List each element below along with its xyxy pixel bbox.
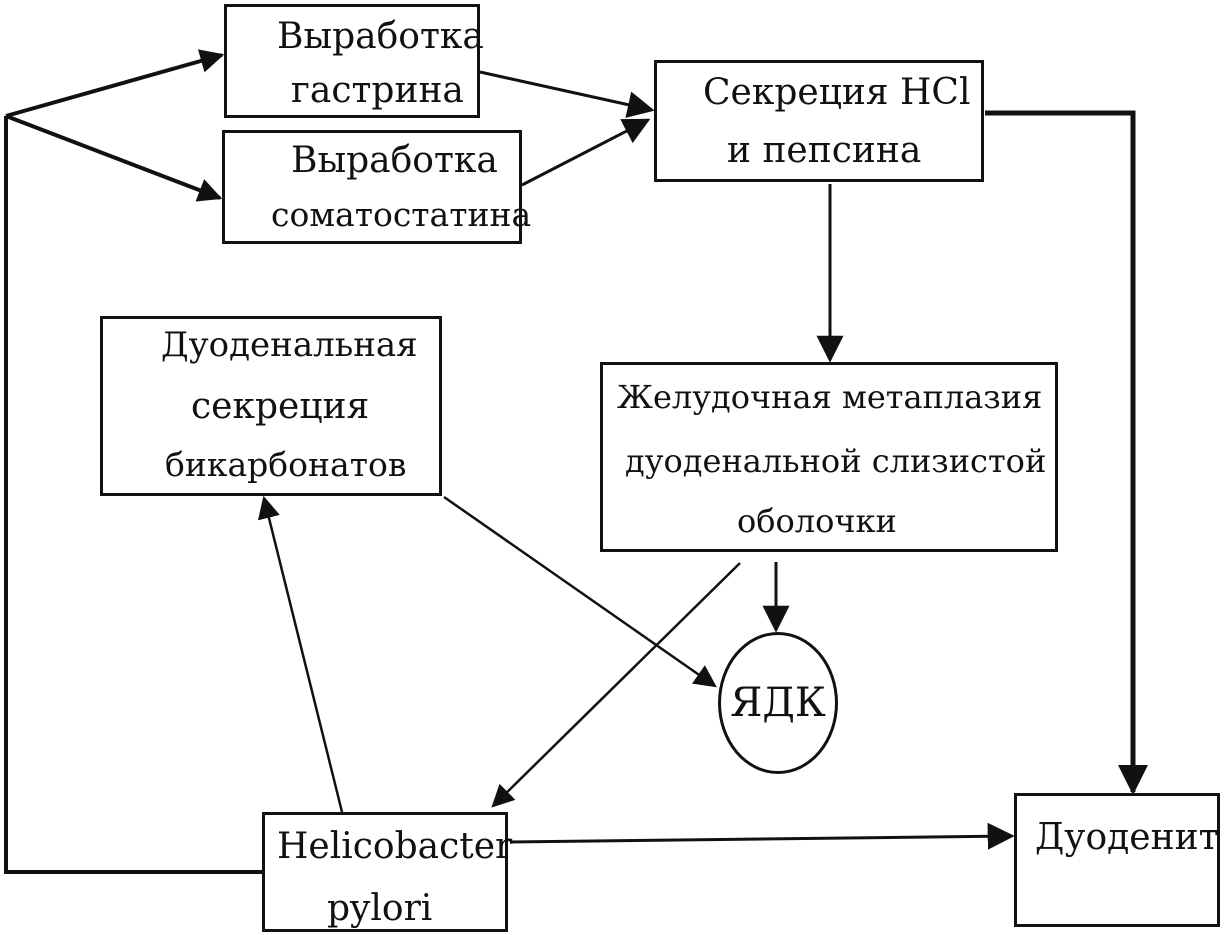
metaplasia-note: оболочки bbox=[737, 502, 897, 540]
helicobacter-title: Helicobacter bbox=[277, 826, 513, 867]
arrow-helicobacter-to-duodenitis bbox=[509, 822, 1015, 850]
duodenitis-label: Дуоденит bbox=[1035, 817, 1219, 858]
duodenitis-box: Дуоденит bbox=[1014, 793, 1220, 927]
arrow-metaplasia-to-helicobacter bbox=[491, 562, 741, 808]
arrow-to-gastrin bbox=[5, 49, 225, 118]
bicarbonate-subtitle: секреция bbox=[191, 386, 370, 427]
helicobacter-subtitle: pylori bbox=[327, 888, 433, 929]
hcl-box: Секреция HCl и пепсина bbox=[654, 60, 984, 182]
helicobacter-feedback-line bbox=[4, 116, 262, 874]
bicarbonate-note: бикарбонатов bbox=[165, 445, 407, 484]
somatostatin-title: Выработка bbox=[291, 140, 498, 181]
metaplasia-title: Желудочная метаплазия bbox=[617, 378, 1043, 416]
arrow-bicarbonate-to-ulcer bbox=[443, 495, 717, 688]
gastrin-subtitle: гастрина bbox=[291, 70, 464, 111]
bicarbonate-box: Дуоденальная секреция бикарбонатов bbox=[100, 316, 442, 496]
arrow-hcl-to-duodenitis bbox=[985, 110, 1148, 795]
ulcer-label: ЯДК bbox=[730, 680, 826, 726]
arrow-somatostatin-to-hcl bbox=[521, 118, 651, 187]
gastrin-box: Выработка гастрина bbox=[224, 4, 484, 118]
helicobacter-box: Helicobacter pylori bbox=[262, 812, 512, 932]
arrow-gastrin-to-hcl bbox=[479, 70, 655, 118]
ulcer-node: ЯДК bbox=[718, 632, 838, 774]
arrow-to-somatostatin bbox=[5, 114, 223, 202]
hcl-title: Секреция HCl bbox=[703, 72, 971, 113]
somatostatin-subtitle: соматостатина bbox=[271, 195, 532, 234]
bicarbonate-title: Дуоденальная bbox=[161, 325, 418, 365]
metaplasia-box: Желудочная метаплазия дуоденальной слизи… bbox=[600, 362, 1058, 552]
hcl-subtitle: и пепсина bbox=[727, 130, 922, 171]
metaplasia-subtitle: дуоденальной слизистой bbox=[625, 442, 1047, 480]
gastrin-title: Выработка bbox=[277, 16, 484, 57]
arrow-helicobacter-to-bicarbonate bbox=[257, 495, 344, 813]
somatostatin-box: Выработка соматостатина bbox=[222, 130, 531, 244]
